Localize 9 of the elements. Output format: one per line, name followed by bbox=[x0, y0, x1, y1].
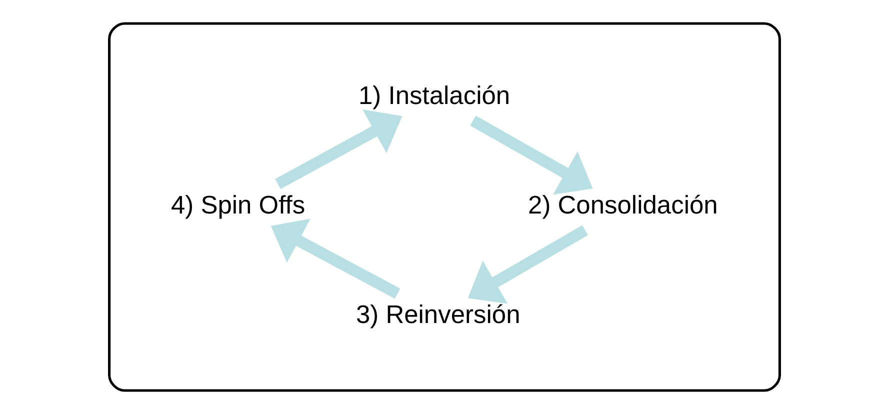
node-text: 3) Reinversión bbox=[355, 300, 520, 329]
arrow bbox=[467, 225, 588, 304]
node-text: 1) Instalación bbox=[358, 82, 510, 110]
arrow bbox=[470, 116, 592, 195]
cluster bbox=[108, 22, 780, 392]
arrow bbox=[274, 109, 402, 190]
node-text: 4) Spin Offs bbox=[170, 191, 305, 220]
arrow bbox=[270, 218, 400, 299]
node-text: 2) Consolidación bbox=[528, 191, 718, 220]
